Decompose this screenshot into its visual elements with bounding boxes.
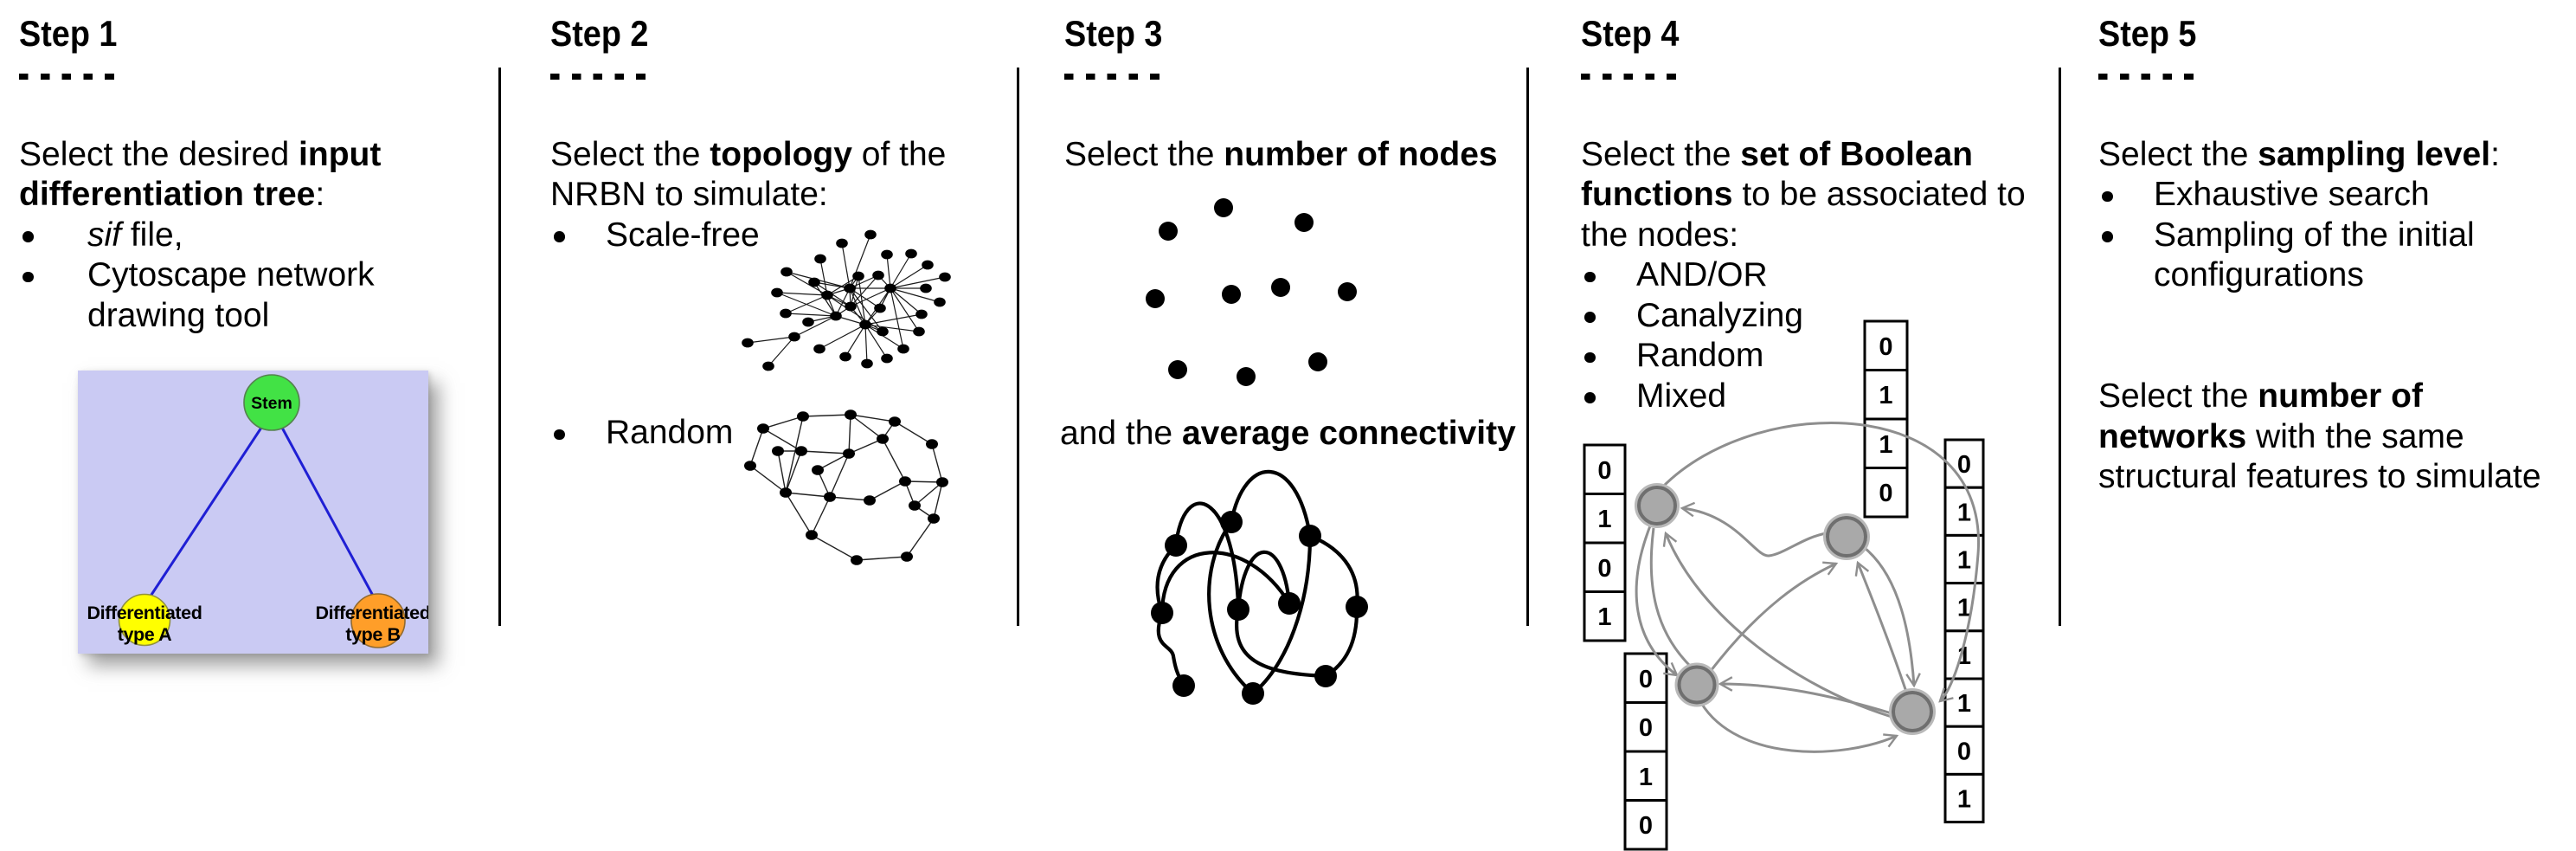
svg-text:0: 0	[1957, 738, 1971, 765]
svg-text:Stem: Stem	[251, 394, 292, 413]
svg-text:1: 1	[1957, 786, 1971, 814]
svg-text:1: 1	[1957, 547, 1971, 575]
svg-text:1: 1	[1597, 603, 1611, 631]
svg-text:1: 1	[1957, 690, 1971, 718]
svg-text:0: 0	[1639, 812, 1653, 840]
svg-text:0: 0	[1957, 451, 1971, 479]
svg-text:1: 1	[1597, 506, 1611, 533]
svg-text:0: 0	[1597, 457, 1611, 485]
svg-text:0: 0	[1597, 555, 1611, 583]
svg-text:Differentiated: Differentiated	[87, 603, 202, 623]
svg-text:type B: type B	[345, 624, 400, 645]
svg-text:1: 1	[1639, 764, 1653, 791]
svg-text:0: 0	[1879, 333, 1892, 361]
svg-text:1: 1	[1957, 499, 1971, 526]
svg-text:1: 1	[1879, 431, 1892, 459]
svg-text:1: 1	[1879, 382, 1892, 409]
svg-text:0: 0	[1639, 714, 1653, 742]
svg-text:type A: type A	[118, 624, 172, 645]
svg-text:1: 1	[1957, 642, 1971, 670]
svg-text:Differentiated: Differentiated	[316, 603, 428, 623]
svg-text:0: 0	[1879, 480, 1892, 507]
svg-text:1: 1	[1957, 595, 1971, 622]
svg-text:0: 0	[1639, 666, 1653, 693]
